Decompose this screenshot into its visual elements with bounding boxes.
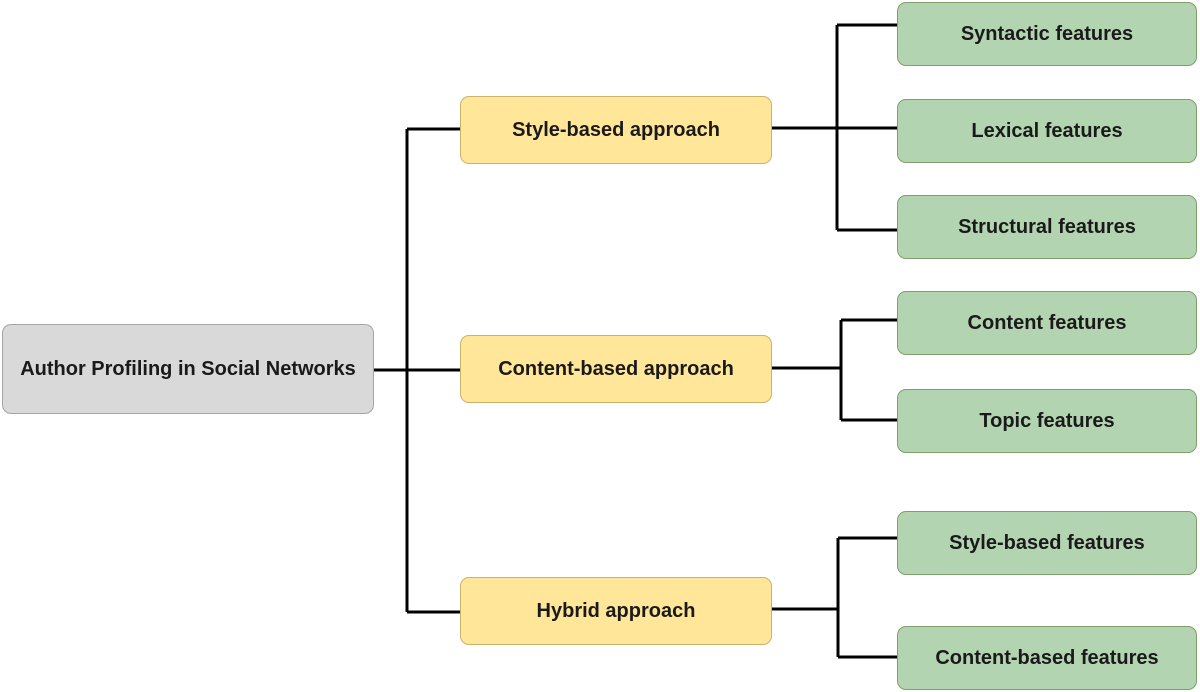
approach-label: Style-based approach [512,119,720,141]
root-connector [374,127,460,614]
feature-label: Lexical features [971,120,1123,142]
approach-label: Content-based approach [498,358,734,380]
feature-label: Style-based features [949,532,1145,554]
hybrid-approach-connector [772,536,897,659]
root-node: Author Profiling in Social Networks [2,324,374,414]
content-approach-connector [772,318,897,422]
structural-features-node: Structural features [897,195,1197,259]
content-features-node: Content features [897,291,1197,355]
style-based-approach-node: Style-based approach [460,96,772,164]
style-approach-connector [772,23,897,232]
feature-label: Topic features [979,410,1115,432]
root-label: Author Profiling in Social Networks [20,358,356,380]
lexical-features-node: Lexical features [897,99,1197,163]
syntactic-features-node: Syntactic features [897,2,1197,66]
hybrid-approach-node: Hybrid approach [460,577,772,645]
content-based-approach-node: Content-based approach [460,335,772,403]
style-based-features-node: Style-based features [897,511,1197,575]
content-based-features-node: Content-based features [897,626,1197,690]
approach-label: Hybrid approach [536,600,696,622]
feature-label: Syntactic features [960,23,1134,45]
feature-label: Structural features [958,216,1136,238]
topic-features-node: Topic features [897,389,1197,453]
feature-label: Content features [967,312,1127,334]
feature-label: Content-based features [935,647,1159,669]
